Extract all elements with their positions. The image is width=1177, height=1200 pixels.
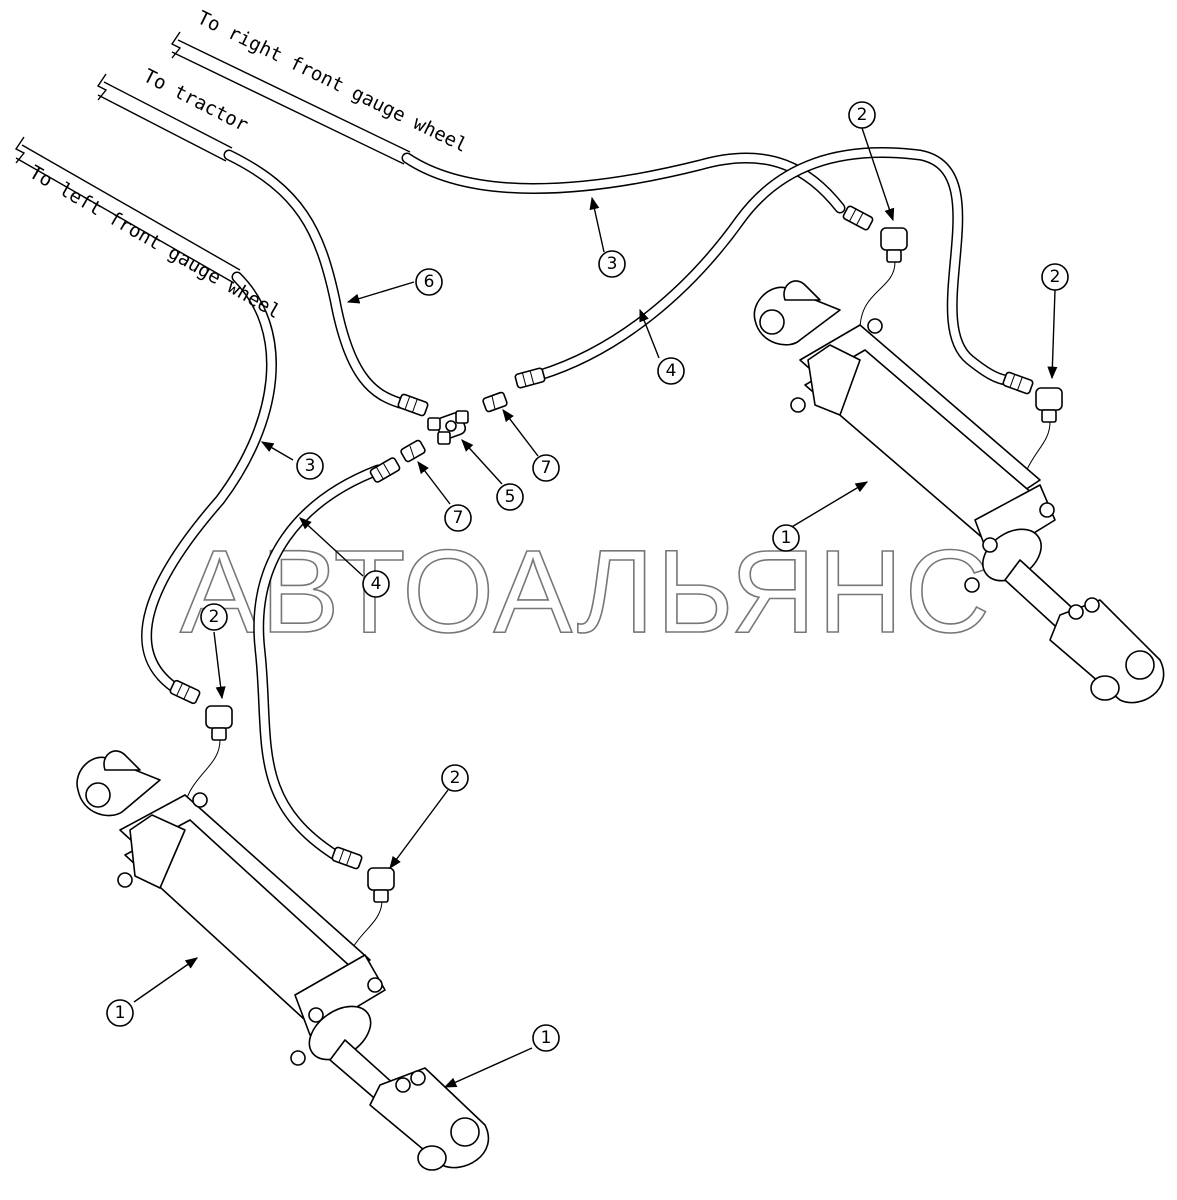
callout-2-bottom: 2 [441,764,469,792]
svg-text:2: 2 [209,607,220,627]
tee-fitting [427,410,469,445]
callout-4-left: 4 [362,570,390,598]
callout-3-top: 3 [598,250,626,278]
svg-text:6: 6 [424,272,435,292]
adapter-7-upper [482,391,508,413]
label-to-left-front-gauge-wheel: To left front gauge wheel [26,161,285,323]
label-to-right-front-gauge-wheel: To right front gauge wheel [194,7,471,157]
svg-text:3: 3 [305,456,316,476]
callout-5: 5 [496,483,524,511]
hydraulic-cylinder-left [76,750,490,1171]
hose-6-tractor [223,149,406,409]
svg-text:4: 4 [371,574,382,594]
watermark: АВТОАЛЬЯНС [180,526,992,658]
callout-4-right: 4 [657,357,685,385]
svg-text:5: 5 [505,487,516,507]
hydraulic-cylinder-right [753,280,1165,704]
callout-1-left: 1 [106,999,134,1027]
svg-text:2: 2 [857,105,868,125]
callout-7-upper: 7 [532,454,560,482]
hose-4-left [253,464,384,861]
callout-2-right: 2 [1041,263,1069,291]
svg-text:1: 1 [115,1003,126,1023]
svg-text:2: 2 [450,768,461,788]
callout-1-right: 1 [772,524,800,552]
svg-text:7: 7 [453,508,464,528]
hose-fittings [169,205,1034,870]
elbow-fittings [205,227,1063,903]
callout-2-top-right: 2 [848,101,876,129]
hose-stub-right [170,31,411,165]
callout-1-bottom: 1 [532,1024,560,1052]
svg-text:3: 3 [607,254,618,274]
hose-3-left [141,271,277,694]
callout-7-lower: 7 [444,504,472,532]
svg-text:7: 7 [541,458,552,478]
hose-4-right [534,147,1011,386]
callout-6: 6 [415,268,443,296]
svg-text:2: 2 [1050,267,1061,287]
svg-text:1: 1 [781,528,792,548]
callout-leaders [133,127,1058,1088]
adapter-7-lower [400,439,426,463]
svg-text:4: 4 [666,361,677,381]
callout-2-left: 2 [200,603,228,631]
svg-text:1: 1 [541,1028,552,1048]
hose-stub-tractor [96,73,233,162]
hose-stub-left [14,136,241,284]
callout-3-left: 3 [296,452,324,480]
